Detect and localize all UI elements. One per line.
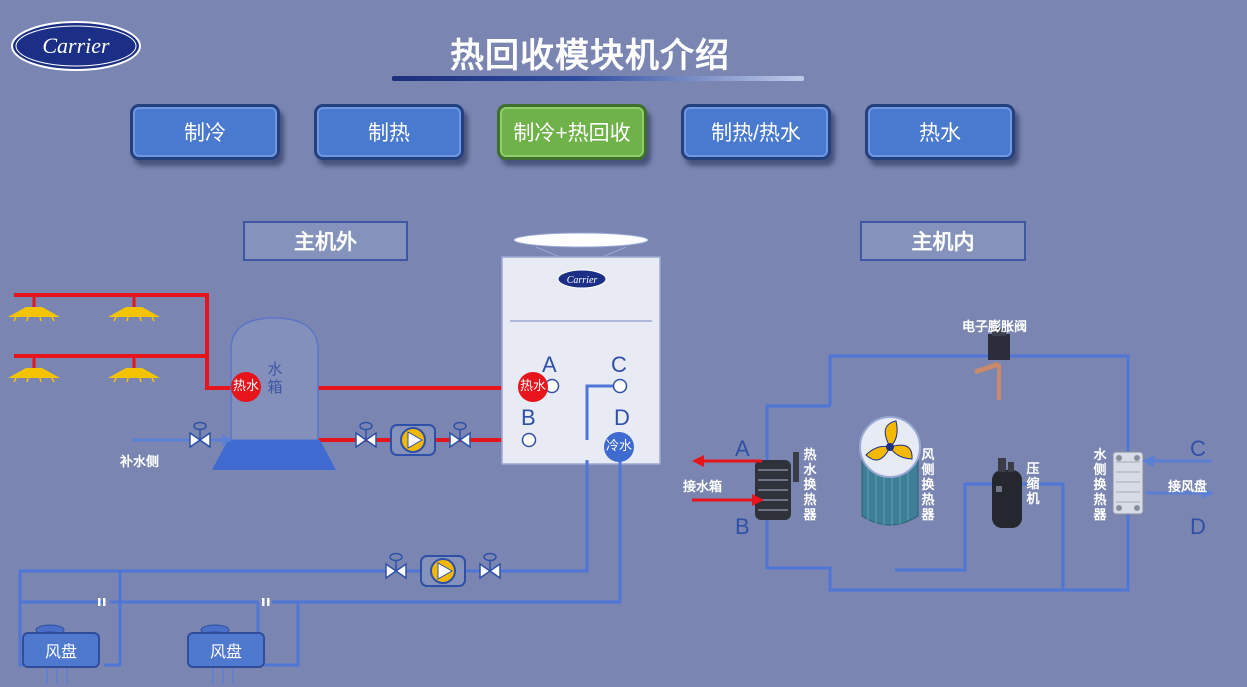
unit-port-c: C <box>611 352 627 377</box>
sprinkler-icon <box>106 293 162 323</box>
pump-icon <box>390 424 436 456</box>
mode-button-cooling[interactable]: 制冷 <box>130 104 280 160</box>
svg-text:Carrier: Carrier <box>567 275 598 286</box>
valve-icon <box>355 421 377 448</box>
water-hx-label: 水侧换热器 <box>1093 448 1107 523</box>
water-tank <box>212 317 336 470</box>
compressor-label: 压缩机 <box>1026 462 1040 507</box>
inside-port-a: A <box>735 436 750 461</box>
tank-hot-water-badge: 热水 <box>231 372 261 402</box>
mode-button-heating-hotwater[interactable]: 制热/热水 <box>681 104 831 160</box>
compressor-icon <box>992 458 1022 528</box>
logo-text: Carrier <box>42 33 110 58</box>
air-heat-exchanger-icon <box>859 416 921 526</box>
arrows <box>692 455 1214 506</box>
sprinkler-icon <box>106 354 162 384</box>
valve-icon <box>479 552 501 579</box>
unit-hot-water-badge: 热水 <box>518 372 548 402</box>
to-tank-label: 接水箱 <box>683 480 723 495</box>
hot-water-hx-label: 热水换热器 <box>803 448 817 523</box>
inside-port-b: B <box>735 514 750 539</box>
tank-label: 水箱 <box>267 361 283 396</box>
mode-button-hotwater[interactable]: 热水 <box>865 104 1015 160</box>
carrier-logo: Carrier <box>11 21 141 71</box>
valve-icon <box>449 421 471 448</box>
unit-port-b: B <box>521 405 536 430</box>
refrigerant-loop <box>765 354 1130 592</box>
pump-icon <box>420 555 466 587</box>
page-title: 热回收模块机介绍 <box>450 37 730 75</box>
fan-coil-unit: 风盘 <box>187 632 265 668</box>
mode-button-heating[interactable]: 制热 <box>314 104 464 160</box>
makeup-water-pipe <box>132 434 232 446</box>
unit-port-a: A <box>542 352 557 377</box>
valve-icon <box>385 552 407 579</box>
air-hx-label: 风侧换热器 <box>921 448 935 523</box>
inside-port-d: D <box>1190 514 1206 539</box>
section-inside: 主机内 <box>860 221 1026 261</box>
expansion-valve-label: 电子膨胀阀 <box>962 320 1028 335</box>
sprinkler-icon <box>6 354 62 384</box>
unit-port-d: D <box>614 405 630 430</box>
title-underline <box>392 76 804 81</box>
valve-icon <box>189 421 211 448</box>
inside-port-c: C <box>1190 436 1206 461</box>
plate-heat-exchanger-icon <box>1112 451 1144 515</box>
mode-button-cooling-heat-recovery[interactable]: 制冷+热回收 <box>497 104 647 160</box>
expansion-valve-icon <box>974 328 1010 400</box>
heat-recovery-unit: Carrier <box>501 232 661 465</box>
hot-water-heat-exchanger-icon <box>755 452 799 520</box>
fan-coil-unit: 风盘 <box>22 632 100 668</box>
to-fan-coil-label: 接风盘 <box>1168 480 1208 495</box>
makeup-water-label: 补水侧 <box>120 455 160 470</box>
unit-chilled-water-badge: 冷水 <box>604 432 634 462</box>
section-outside: 主机外 <box>243 221 408 261</box>
sprinkler-icon <box>6 293 62 323</box>
